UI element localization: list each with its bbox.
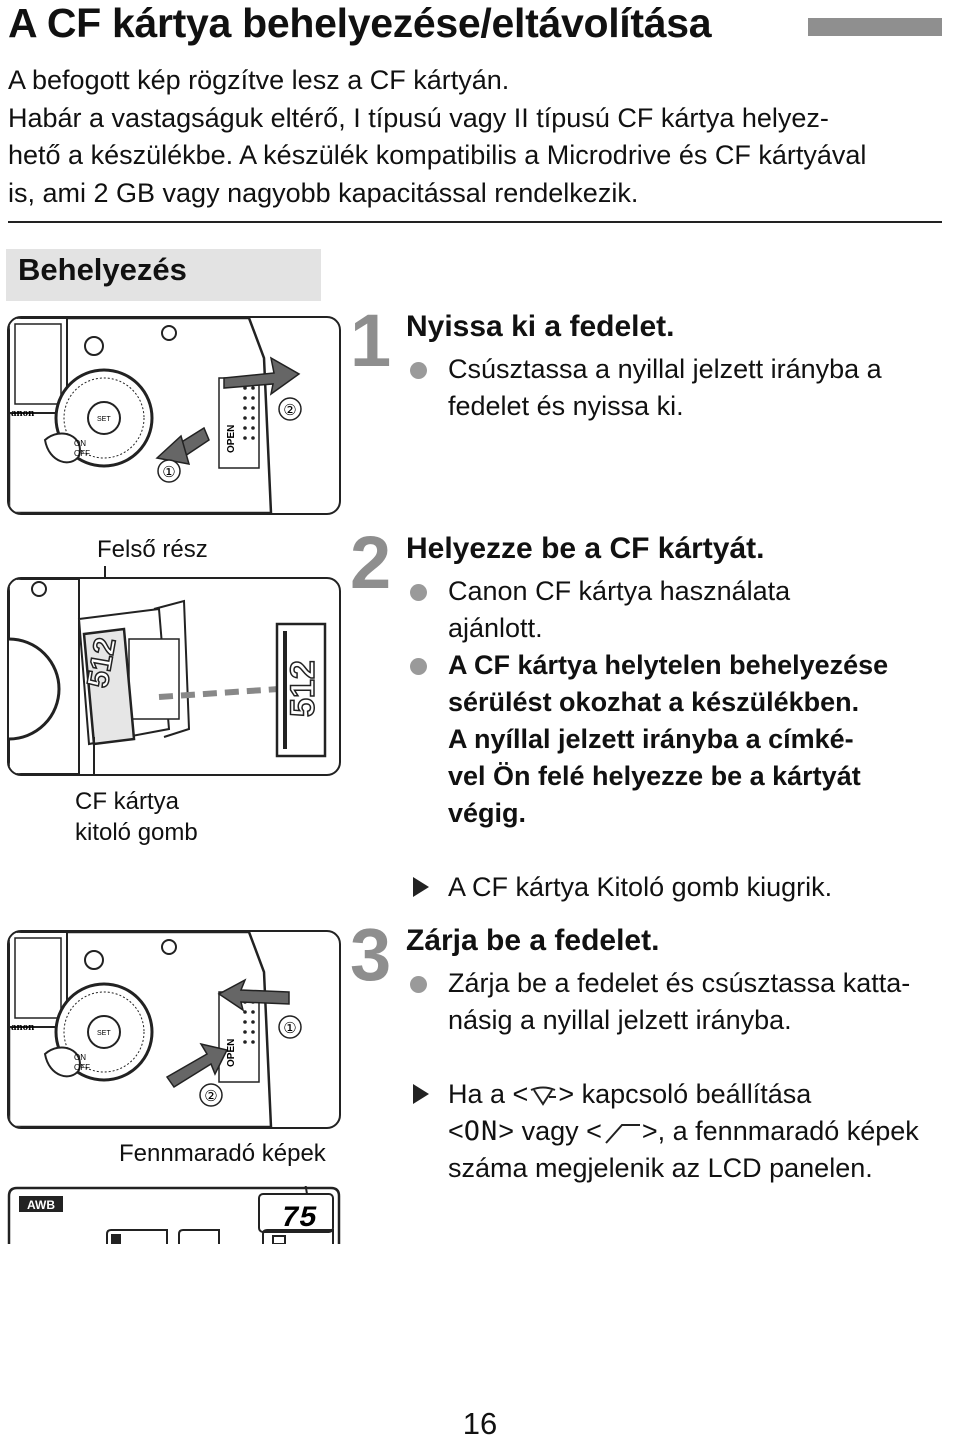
fig3-open-text: OPEN: [226, 1039, 237, 1067]
fig3-label-1: ①: [283, 1020, 296, 1037]
page-number: 16: [462, 1406, 498, 1441]
bullet-line: A nyíllal jelzett irányba a címké-: [448, 724, 854, 754]
caption-shots-remaining: Fennmaradó képek: [119, 1140, 326, 1167]
intro-line: A befogott kép rögzítve lesz a CF kártyá…: [8, 65, 510, 95]
section-heading: Behelyezés: [18, 252, 187, 287]
step-2-result: A CF kártya Kitoló gomb kiugrik.: [413, 869, 953, 906]
fig1-open-text: OPEN: [226, 425, 237, 453]
figure-open-cover: ① ② OPEN ON OFF anon SET: [7, 316, 341, 515]
bullet-dot-icon: [410, 362, 427, 379]
card-insertion-illustration: 512 512: [9, 579, 327, 774]
caption-eject-button: CF kártya kitoló gomb: [75, 786, 198, 848]
intro-text: A befogott kép rögzítve lesz a CF kártyá…: [8, 62, 948, 212]
page-title: A CF kártya behelyezése/eltávolítása: [8, 0, 712, 46]
bullet-dot-icon: [410, 658, 427, 675]
result-line: A CF kártya Kitoló gomb kiugrik.: [448, 872, 833, 902]
fig1-brand: anon: [11, 407, 34, 419]
bullet-line: fedelet és nyissa ki.: [448, 391, 684, 421]
fig3-label-2: ②: [204, 1088, 217, 1105]
figure-close-cover: ① ② OPEN ON OFF anon SET: [7, 930, 341, 1129]
result-text: >, a fennmaradó képek: [641, 1116, 919, 1146]
fig1-label-2: ②: [283, 402, 296, 419]
result-text: Ha a <: [448, 1079, 529, 1109]
bullet-line: végig.: [448, 798, 527, 828]
result-text: <: [448, 1116, 464, 1146]
bullet-dot-icon: [410, 976, 427, 993]
dial-position-icon: [605, 1123, 640, 1144]
step-2-title: Helyezze be a CF kártyát.: [406, 532, 765, 565]
fig1-off-text: OFF: [74, 449, 90, 458]
fig3-on-text: ON: [74, 1053, 86, 1062]
camera-close-cover-illustration: ① ② OPEN ON OFF anon SET: [9, 932, 302, 1127]
fig1-set: SET: [97, 416, 111, 423]
step-3-bullet: Zárja be a fedelet és csúsztassa katta- …: [410, 965, 955, 1039]
quick-control-dial-icon: [530, 1086, 557, 1106]
intro-line: hető a készülékbe. A készülék kompatibil…: [8, 140, 867, 170]
title-decoration-bar: [808, 18, 942, 36]
step-number-2: 2: [350, 521, 392, 604]
bullet-line: Zárja be a fedelet és csúsztassa katta-: [448, 968, 911, 998]
bullet-line: Csúsztassa a nyillal jelzett irányba a: [448, 354, 882, 384]
result-line-1: Ha a < > kapcsoló beállítása: [448, 1076, 958, 1113]
caption-line: kitoló gomb: [75, 819, 198, 846]
step-3-title: Zárja be a fedelet.: [406, 924, 660, 957]
step-number-3: 3: [350, 913, 392, 996]
result-text: > vagy <: [498, 1116, 602, 1146]
result-triangle-icon: [413, 877, 429, 897]
intro-line: Habár a vastagságuk eltérő, I típusú vag…: [8, 102, 829, 133]
section-divider: [8, 221, 942, 223]
bullet-dot-icon: [410, 584, 427, 601]
bullet-line: ajánlott.: [448, 613, 543, 643]
bullet-line: A CF kártya helytelen behelyezése: [448, 650, 889, 680]
section-heading-box: [6, 249, 321, 301]
intro-line: is, ami 2 GB vagy nagyobb kapacitással r…: [8, 177, 639, 208]
result-line-2: <ON> vagy < >, a fennmaradó képek: [448, 1113, 958, 1150]
step-1-bullet: Csúsztassa a nyillal jelzett irányba a f…: [410, 351, 950, 425]
fig3-brand: anon: [11, 1021, 34, 1033]
fig1-on-text: ON: [74, 439, 86, 448]
bullet-line: sérülést okozhat a készülékben.: [448, 687, 860, 717]
power-on-label: ON: [463, 1116, 499, 1147]
caption-top-side: Felső rész: [97, 536, 208, 563]
fig3-off-text: OFF: [74, 1063, 90, 1072]
caption-line: CF kártya: [75, 788, 180, 815]
step-number-1: 1: [350, 299, 392, 382]
result-triangle-icon: [413, 1084, 429, 1104]
figure-insert-card: 512 512: [7, 577, 341, 776]
camera-open-cover-illustration: ① ② OPEN ON OFF anon SET: [9, 318, 302, 513]
lcd-panel-illustration: AWB 75: [7, 1186, 341, 1244]
step-3-result: Ha a < > kapcsoló beállítása <ON> vagy < >…: [413, 1076, 958, 1187]
step-2-bullet-1: Canon CF kártya használata ajánlott.: [410, 573, 950, 647]
result-line-3: száma megjelenik az LCD panelen.: [448, 1153, 873, 1183]
figure-lcd-panel: AWB 75: [7, 1186, 341, 1244]
step-1-title: Nyissa ki a fedelet.: [406, 310, 675, 343]
result-text: > kapcsoló beállítása: [558, 1079, 812, 1109]
step-2-bullet-2: A CF kártya helytelen behelyezése sérülé…: [410, 647, 950, 832]
fig2-card-text: 512: [284, 660, 322, 717]
bullet-line: násig a nyillal jelzett irányba.: [448, 1005, 792, 1035]
lcd-awb: AWB: [27, 1198, 55, 1212]
fig3-set: SET: [97, 1030, 111, 1037]
bullet-line: vel Ön felé helyezze be a kártyát: [448, 761, 861, 791]
bullet-line: Canon CF kártya használata: [448, 576, 791, 606]
fig1-label-1: ①: [162, 464, 175, 481]
